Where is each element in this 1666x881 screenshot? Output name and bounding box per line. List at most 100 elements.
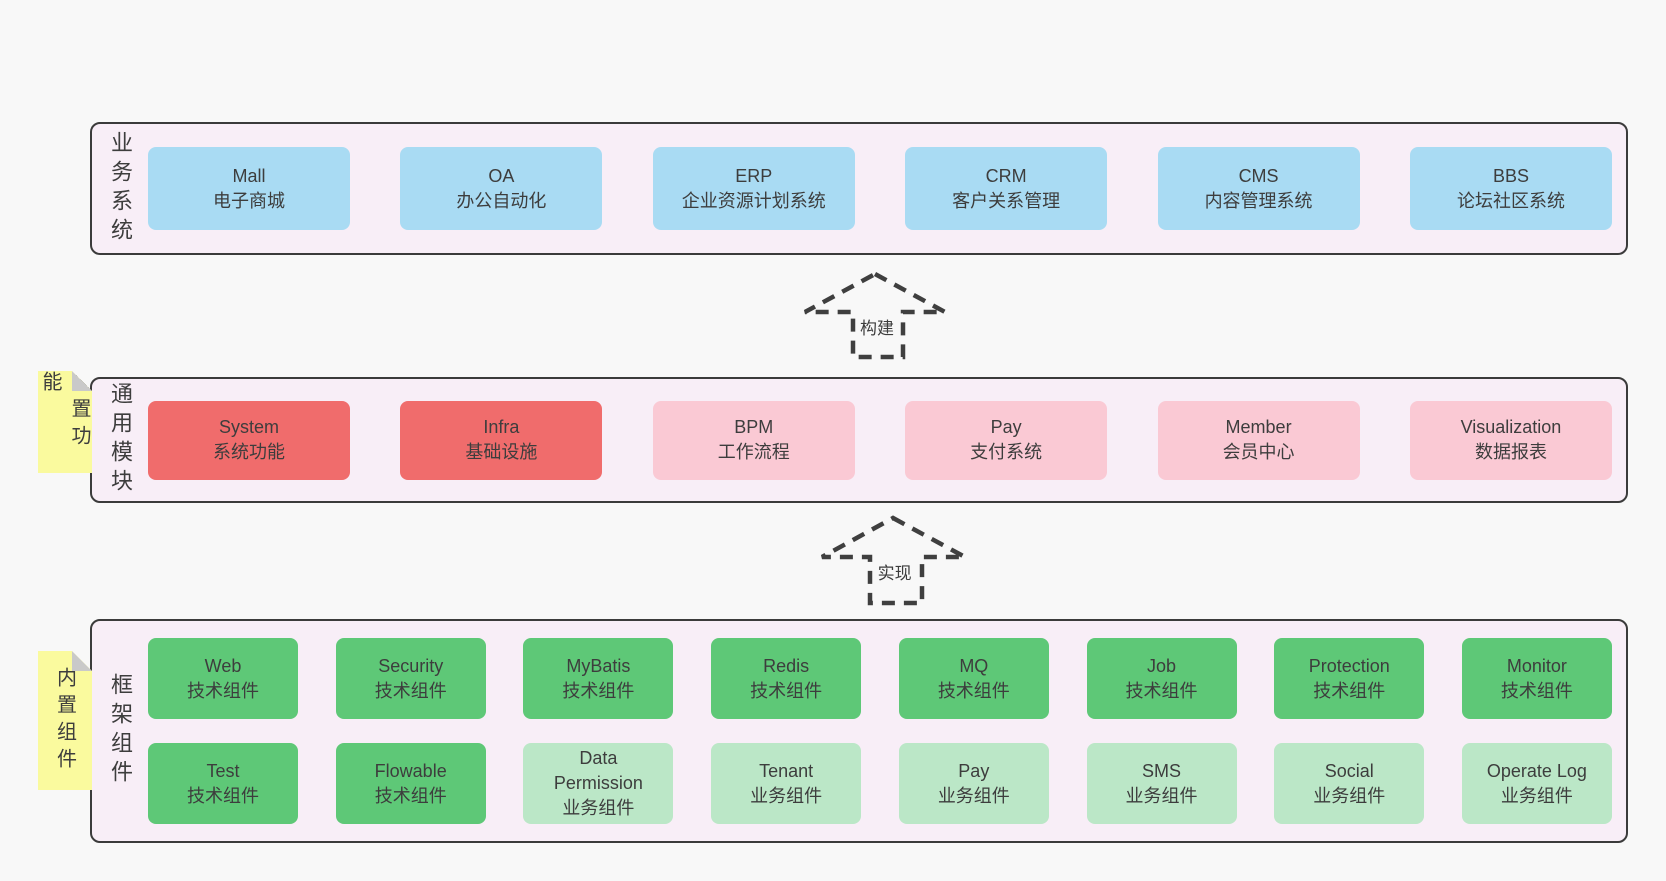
box-name: CRM — [985, 165, 1027, 186]
band-label-business: 业务系统 — [92, 124, 148, 253]
box-name: ERP — [735, 165, 773, 186]
band-framework-components: 框架组件 Web 技术组件 Security 技术组件 MyBatis 技术组件… — [90, 619, 1628, 843]
box-erp: ERP 企业资源计划系统 — [652, 147, 855, 230]
box-name: MQ — [959, 655, 989, 676]
box-desc: 业务组件 — [937, 785, 1010, 806]
framework-row-1: Web 技术组件 Security 技术组件 MyBatis 技术组件 Redi… — [148, 638, 1612, 719]
band-label-text: 业务系统 — [108, 130, 133, 247]
box-desc: 支付系统 — [970, 442, 1043, 462]
band-label-text: 框架组件 — [108, 673, 133, 789]
box-name: Mall — [232, 165, 266, 186]
band-label-framework: 框架组件 — [92, 621, 148, 841]
sticky-note-built-in-functions: 内置功能 — [38, 371, 92, 473]
box-desc: 办公自动化 — [456, 190, 547, 211]
box-system: System 系统功能 — [148, 400, 350, 480]
up-block-arrow-icon — [820, 515, 967, 606]
box-name: SMS — [1142, 760, 1182, 781]
box-web: Web 技术组件 — [148, 638, 298, 719]
box-desc: 业务组件 — [562, 797, 635, 818]
box-desc: 系统功能 — [213, 442, 285, 462]
box-desc: 电子商城 — [213, 190, 285, 211]
box-desc: 内容管理系统 — [1204, 190, 1313, 211]
box-desc: 业务组件 — [1500, 785, 1573, 806]
box-name: Infra — [483, 417, 520, 438]
box-desc: 技术组件 — [187, 680, 259, 701]
box-redis: Redis 技术组件 — [711, 638, 862, 719]
box-social: Social 业务组件 — [1274, 743, 1425, 824]
implement-arrow-label: 实现 — [873, 557, 916, 585]
box-tenant: Tenant 业务组件 — [711, 743, 862, 824]
box-name: Operate Log — [1486, 760, 1587, 781]
framework-boxes: Web 技术组件 Security 技术组件 MyBatis 技术组件 Redi… — [148, 621, 1626, 841]
box-cms: CMS 内容管理系统 — [1157, 147, 1360, 230]
box-name: Protection — [1308, 655, 1390, 676]
box-flowable: Flowable 技术组件 — [335, 743, 486, 824]
box-name: System — [218, 417, 279, 438]
band-label-modules: 通用模块 — [92, 379, 148, 501]
box-mq: MQ 技术组件 — [898, 638, 1049, 719]
box-desc: 客户关系管理 — [952, 190, 1061, 211]
box-name: Redis — [763, 655, 810, 676]
box-security: Security 技术组件 — [335, 638, 486, 719]
box-desc: 技术组件 — [1500, 680, 1573, 701]
box-name: Test — [206, 760, 240, 781]
box-mybatis: MyBatis 技术组件 — [523, 638, 674, 719]
sticky-note-text: 内置组件 — [53, 666, 76, 775]
implement-arrow-icon: 实现 — [814, 514, 969, 607]
box-infra: Infra 基础设施 — [400, 400, 603, 480]
box-pay-module: Pay 支付系统 — [905, 400, 1108, 480]
box-name: Social — [1324, 760, 1374, 781]
box-name: BPM — [734, 417, 774, 438]
box-test: Test 技术组件 — [148, 743, 298, 824]
box-desc: 业务组件 — [1125, 785, 1198, 806]
box-desc: 业务组件 — [1313, 785, 1386, 806]
box-desc: 基础设施 — [465, 442, 538, 462]
box-desc: 数据报表 — [1474, 442, 1547, 462]
folded-corner-icon — [72, 651, 92, 671]
box-name: OA — [488, 165, 515, 186]
box-name: Web — [204, 655, 242, 676]
box-desc: 技术组件 — [562, 680, 635, 701]
build-arrow-icon: 构建 — [800, 270, 948, 362]
box-desc: 技术组件 — [374, 680, 447, 701]
box-desc: 工作流程 — [717, 442, 790, 462]
box-oa: OA 办公自动化 — [400, 147, 603, 230]
sticky-note-text: 内置功能 — [39, 371, 90, 452]
box-name: Job — [1147, 655, 1177, 676]
box-name: CMS — [1238, 165, 1279, 186]
box-desc: 技术组件 — [1313, 680, 1386, 701]
box-protection: Protection 技术组件 — [1274, 638, 1425, 719]
box-sms: SMS 业务组件 — [1086, 743, 1237, 824]
box-desc: 业务组件 — [750, 785, 823, 806]
box-name: Pay — [990, 417, 1022, 438]
box-desc: 技术组件 — [374, 785, 447, 806]
band-business-systems: 业务系统 Mall 电子商城 OA 办公自动化 ERP 企业资源计划系统 CRM… — [90, 122, 1628, 255]
box-desc: 技术组件 — [1125, 680, 1198, 701]
box-name: Tenant — [759, 760, 814, 781]
box-data-permission: Data Permission 业务组件 — [523, 743, 674, 824]
sticky-note-built-in-components: 内置组件 — [38, 651, 92, 790]
box-pay-component: Pay 业务组件 — [898, 743, 1049, 824]
box-desc: 技术组件 — [187, 785, 259, 806]
box-operate-log: Operate Log 业务组件 — [1461, 743, 1612, 824]
box-name: Monitor — [1506, 655, 1567, 676]
band-common-modules: 通用模块 System 系统功能 Infra 基础设施 BPM 工作流程 Pay… — [90, 377, 1628, 503]
box-name: Visualization — [1460, 417, 1562, 438]
build-arrow-label: 构建 — [855, 313, 898, 341]
box-desc: 技术组件 — [937, 680, 1010, 701]
module-boxes: System 系统功能 Infra 基础设施 BPM 工作流程 Pay 支付系统… — [148, 379, 1626, 501]
box-name: Data Permission — [553, 748, 643, 794]
framework-row-2: Test 技术组件 Flowable 技术组件 Data Permission … — [148, 743, 1612, 824]
box-desc: 论坛社区系统 — [1456, 190, 1565, 211]
box-job: Job 技术组件 — [1086, 638, 1237, 719]
box-visualization: Visualization 数据报表 — [1409, 400, 1612, 480]
box-name: Member — [1225, 417, 1292, 438]
box-desc: 技术组件 — [750, 680, 823, 701]
box-name: Pay — [958, 760, 990, 781]
box-bbs: BBS 论坛社区系统 — [1409, 147, 1612, 230]
folded-corner-icon — [72, 371, 92, 391]
box-name: BBS — [1492, 165, 1529, 186]
box-mall: Mall 电子商城 — [148, 147, 350, 230]
box-name: Flowable — [374, 760, 447, 781]
box-monitor: Monitor 技术组件 — [1461, 638, 1612, 719]
